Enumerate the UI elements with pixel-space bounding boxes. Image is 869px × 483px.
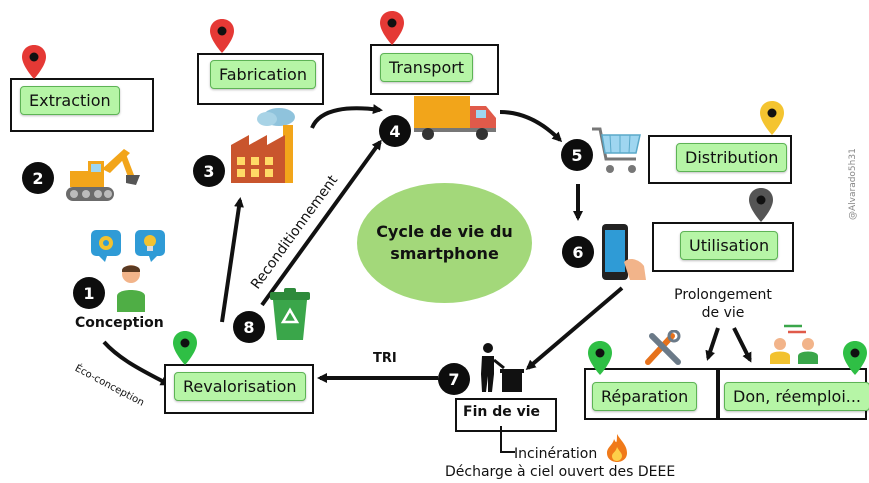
center-title: Cycle de vie du smartphone — [376, 222, 513, 263]
incineration-connector — [500, 426, 515, 453]
step-3: 3 — [193, 155, 225, 187]
revalorisation-label: Revalorisation — [174, 372, 306, 401]
transport-label: Transport — [380, 53, 474, 82]
step-4: 4 — [379, 115, 411, 147]
arrow-eco-conception — [102, 340, 171, 386]
fabrication-label: Fabrication — [210, 60, 316, 89]
people-exchange-icon — [770, 324, 818, 364]
prolongement-line2: de vie — [701, 305, 745, 321]
don-label: Don, réemploi... — [724, 382, 869, 411]
smartphone-icon — [602, 224, 646, 280]
utilisation-label: Utilisation — [680, 231, 779, 260]
step-2: 2 — [22, 162, 54, 194]
watermark: @Alvarado5h31 — [848, 148, 858, 220]
arrow-prolongement-reparation — [705, 327, 720, 361]
arrow-prolongement-don — [732, 327, 752, 363]
map-pin-icon — [22, 45, 46, 79]
conception-label: Conception — [75, 315, 164, 331]
step-5: 5 — [561, 139, 593, 171]
distribution-label: Distribution — [676, 143, 788, 172]
tri-label: TRI — [373, 351, 397, 366]
excavator-icon — [66, 149, 140, 201]
extraction-label: Extraction — [20, 86, 120, 115]
shopping-cart-icon — [592, 127, 641, 173]
reparation-label: Réparation — [592, 382, 698, 411]
arrow-reconditionnement — [260, 139, 382, 307]
lightbulb-gear-icon — [91, 230, 165, 262]
tools-icon — [645, 330, 681, 365]
arrow-fabrication-transport — [310, 104, 383, 129]
fire-icon — [607, 434, 627, 462]
factory-icon — [231, 108, 295, 183]
step-8: 8 — [233, 311, 265, 343]
center-title-circle: Cycle de vie du smartphone — [357, 183, 532, 303]
trash-person-icon — [481, 343, 524, 392]
prolongement-line1: Prolongement — [674, 287, 772, 303]
map-pin-icon — [760, 101, 784, 135]
step-7: 7 — [438, 363, 470, 395]
person-icon — [117, 265, 145, 312]
map-pin-icon — [588, 341, 612, 375]
map-pin-icon — [843, 341, 867, 375]
fin-de-vie-label: Fin de vie — [463, 404, 541, 420]
step-1: 1 — [73, 277, 105, 309]
map-pin-icon — [380, 11, 404, 45]
map-pin-icon — [210, 19, 234, 53]
map-pin-icon — [749, 188, 773, 222]
arrow-utilisation-findevie — [525, 286, 624, 370]
map-pin-icon — [173, 331, 197, 365]
incineration-label: Incinération — [514, 446, 598, 462]
arrow-transport-distribution — [499, 110, 563, 143]
arrow-recycle-fabrication — [220, 197, 244, 323]
recycle-bin-icon — [270, 288, 310, 340]
truck-icon — [414, 96, 496, 140]
fin-de-vie-box — [455, 398, 557, 432]
decharge-label: Décharge à ciel ouvert des DEEE — [445, 464, 676, 480]
step-6: 6 — [562, 236, 594, 268]
